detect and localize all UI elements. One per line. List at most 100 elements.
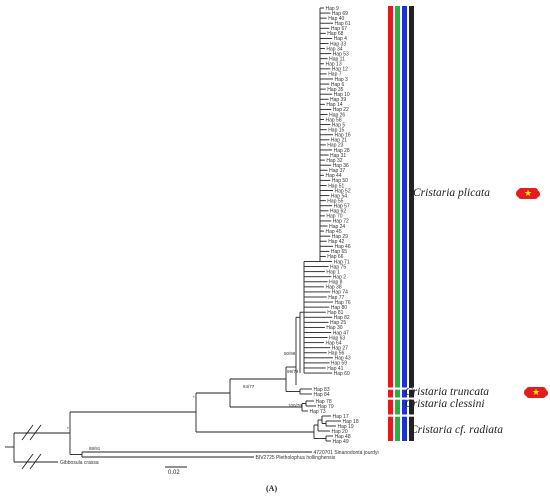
tip-label: Hap 67 — [331, 26, 347, 32]
tip-label: Hap 34 — [326, 46, 342, 52]
tip-label: Hap 50 — [332, 178, 348, 184]
tip-label: Hap 42 — [328, 239, 344, 245]
tip-label: Hap 16 — [335, 133, 351, 139]
support-value: 88/91 — [89, 446, 101, 451]
tip-label: Hap 69 — [332, 11, 348, 17]
tip-label: Hap 41 — [327, 366, 343, 372]
tip-label: Hap 10 — [334, 92, 350, 98]
tip-label: Hap 28 — [334, 148, 350, 154]
tip-label: Hap 9 — [326, 6, 340, 12]
clade-bar — [409, 6, 414, 441]
tip-label: Hap 33 — [330, 41, 346, 47]
tip-label: Hap 40 — [328, 16, 344, 22]
tip-label: Hap 21 — [331, 138, 347, 144]
tip-label: Hap 81 — [327, 310, 343, 316]
tip-label: Hap 65 — [331, 249, 347, 255]
tip-label: Hap 78 — [316, 399, 332, 405]
tip-label: Hap 46 — [335, 244, 351, 250]
star-icon: ★ — [524, 188, 533, 198]
support-value: 64/77 — [243, 384, 255, 389]
tip-label: Hap 52 — [335, 188, 351, 194]
clade-label-plicata: Cristaria plicata — [413, 187, 490, 199]
tip-label: Hap 53 — [333, 51, 349, 57]
tip-label: Hap 3 — [335, 77, 349, 83]
tip-label: Hap 55 — [327, 198, 343, 204]
tip-label: Hap 32 — [326, 158, 342, 164]
tip-label: Hap 29 — [332, 234, 348, 240]
tip-label: Hap 18 — [343, 419, 359, 425]
tip-label: Hap 25 — [330, 320, 346, 326]
tip-label: Hap 57 — [334, 204, 350, 210]
tip-label: Hap 35 — [327, 87, 343, 93]
clade-separator — [386, 387, 416, 390]
tip-label: Hap 54 — [331, 193, 347, 199]
tip-label: Hap 73 — [310, 409, 326, 415]
tip-label: Hap 72 — [333, 219, 349, 225]
clade-label-clessini: Cristaria clessini — [405, 398, 485, 410]
tip-label: Hap 77 — [328, 295, 344, 301]
tip-label: Hap 13 — [326, 62, 342, 68]
clade-label-truncata: Cristaria truncata — [405, 386, 490, 398]
tip-label: Hap 14 — [326, 102, 342, 108]
tip-label: Hap 38 — [326, 285, 342, 291]
flag-icon-truncata: ★ — [524, 387, 548, 398]
tip-label: Hap 22 — [333, 107, 349, 113]
tip-label: Hap 63 — [329, 335, 345, 341]
tip-label: Hap 82 — [334, 315, 350, 321]
tip-label: 4720701 Sinanodonta jourdyi — [314, 450, 379, 456]
clade-separator — [386, 414, 416, 417]
tip-label: Gibbosula crassa — [60, 460, 99, 466]
tip-label: Hap 26 — [329, 112, 345, 118]
tip-label: Hap 45 — [326, 229, 342, 235]
tip-label: Hap 61 — [335, 21, 351, 27]
tip-label: Hap 43 — [335, 356, 351, 362]
tip-label: Hap 62 — [330, 209, 346, 215]
tip-label: Hap 1 — [326, 269, 340, 275]
branch-break-mark — [21, 424, 34, 441]
tip-label: Hap 12 — [332, 67, 348, 73]
tip-label: Hap 84 — [314, 392, 330, 398]
tip-label: Hap 27 — [332, 345, 348, 351]
clade-label-radiata: Cristaria cf. radiata — [410, 424, 503, 436]
tip-label: Hap 24 — [329, 224, 345, 230]
tip-label: Hap 68 — [327, 31, 343, 37]
tip-label: Hap 74 — [332, 290, 348, 296]
tip-label: Hap 23 — [327, 143, 343, 149]
clade-separator — [386, 397, 416, 400]
tip-label: Hap 79 — [318, 404, 334, 410]
clade-bar — [395, 6, 400, 441]
tip-label: Hap 71 — [334, 259, 350, 265]
scale-bar-label: 0.02 — [168, 470, 180, 476]
tip-label: Hap 60 — [334, 371, 350, 377]
tip-label: Hap 19 — [338, 424, 354, 430]
tip-label: Hap 49 — [333, 439, 349, 445]
tip-label: Hap 30 — [326, 325, 342, 331]
tip-label: Hap 15 — [328, 127, 344, 133]
tip-label: Hap 76 — [335, 300, 351, 306]
clade-bar — [388, 6, 393, 441]
tip-label: Hap 75 — [330, 264, 346, 270]
tip-label: Hap 7 — [328, 72, 342, 78]
tip-label: Hap 44 — [326, 173, 342, 179]
branch-break-mark — [29, 453, 42, 470]
support-value: 99/79 — [287, 369, 299, 374]
tip-label: Hap 56 — [328, 351, 344, 357]
support-value: * — [193, 395, 195, 400]
tip-label: Hap 4 — [334, 36, 348, 42]
branch-break-mark — [29, 424, 42, 441]
tip-label: Hap 6 — [331, 82, 345, 88]
tip-label: Hap 8 — [329, 280, 343, 286]
support-value: 90/98 — [284, 351, 296, 356]
tip-label: Hap 59 — [331, 361, 347, 367]
tip-label: BIV2725 Pletholophus hollinghensis — [256, 455, 336, 461]
tip-label: Hap 51 — [328, 183, 344, 189]
tip-label: Hap 2 — [333, 275, 347, 281]
tip-label: Hap 58 — [326, 117, 342, 123]
tip-label: Hap 47 — [333, 330, 349, 336]
flag-icon-plicata: ★ — [516, 188, 540, 199]
tip-label: Hap 48 — [335, 434, 351, 440]
tip-label: Hap 36 — [333, 163, 349, 169]
panel-label: (A) — [266, 484, 278, 493]
tip-label: Hap 17 — [333, 414, 349, 420]
